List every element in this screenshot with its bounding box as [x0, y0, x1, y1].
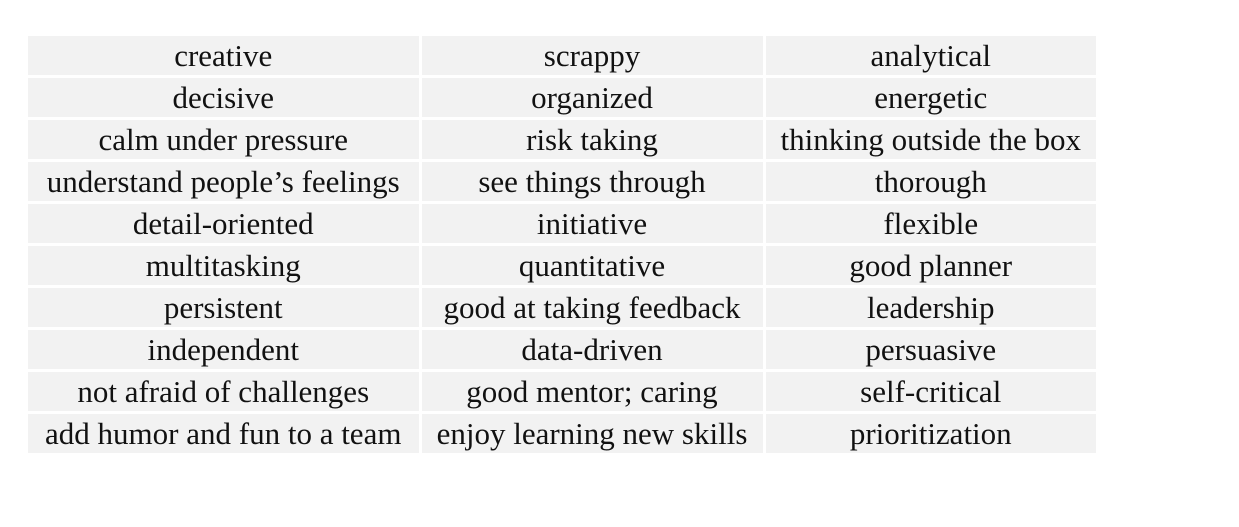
- table-row: understand people’s feelings see things …: [28, 159, 1096, 204]
- table-row: creative scrappy analytical: [28, 36, 1096, 78]
- table-cell: persuasive: [762, 327, 1096, 372]
- table-cell: thorough: [762, 159, 1096, 204]
- table-cell: good at taking feedback: [418, 285, 766, 330]
- table-cell: analytical: [762, 36, 1096, 78]
- table-cell: decisive: [28, 75, 422, 120]
- table-cell: good mentor; caring: [418, 369, 766, 414]
- table-cell: flexible: [762, 201, 1096, 246]
- table-cell: creative: [28, 36, 422, 78]
- table-cell: energetic: [762, 75, 1096, 120]
- traits-table-container: creative scrappy analytical decisive org…: [28, 36, 1096, 453]
- table-row: independent data-driven persuasive: [28, 327, 1096, 372]
- table-cell: data-driven: [418, 327, 766, 372]
- table-cell: leadership: [762, 285, 1096, 330]
- table-row: persistent good at taking feedback leade…: [28, 285, 1096, 330]
- table-cell: add humor and fun to a team: [28, 411, 422, 453]
- table-cell: calm under pressure: [28, 117, 422, 162]
- table-cell: independent: [28, 327, 422, 372]
- table-row: detail-oriented initiative flexible: [28, 201, 1096, 246]
- table-cell: scrappy: [418, 36, 766, 78]
- table-cell: enjoy learning new skills: [418, 411, 766, 453]
- table-cell: quantitative: [418, 243, 766, 288]
- table-row: multitasking quantitative good planner: [28, 243, 1096, 288]
- table-cell: prioritization: [762, 411, 1096, 453]
- table-cell: multitasking: [28, 243, 422, 288]
- table-cell: understand people’s feelings: [28, 159, 422, 204]
- table-cell: thinking outside the box: [762, 117, 1096, 162]
- table-row: calm under pressure risk taking thinking…: [28, 117, 1096, 162]
- table-cell: good planner: [762, 243, 1096, 288]
- table-cell: see things through: [418, 159, 766, 204]
- table-row: not afraid of challenges good mentor; ca…: [28, 369, 1096, 414]
- table-cell: not afraid of challenges: [28, 369, 422, 414]
- traits-table: creative scrappy analytical decisive org…: [28, 36, 1096, 453]
- table-cell: organized: [418, 75, 766, 120]
- table-cell: persistent: [28, 285, 422, 330]
- table-row: decisive organized energetic: [28, 75, 1096, 120]
- table-cell: initiative: [418, 201, 766, 246]
- table-cell: self-critical: [762, 369, 1096, 414]
- table-cell: detail-oriented: [28, 201, 422, 246]
- table-row: add humor and fun to a team enjoy learni…: [28, 411, 1096, 453]
- table-cell: risk taking: [418, 117, 766, 162]
